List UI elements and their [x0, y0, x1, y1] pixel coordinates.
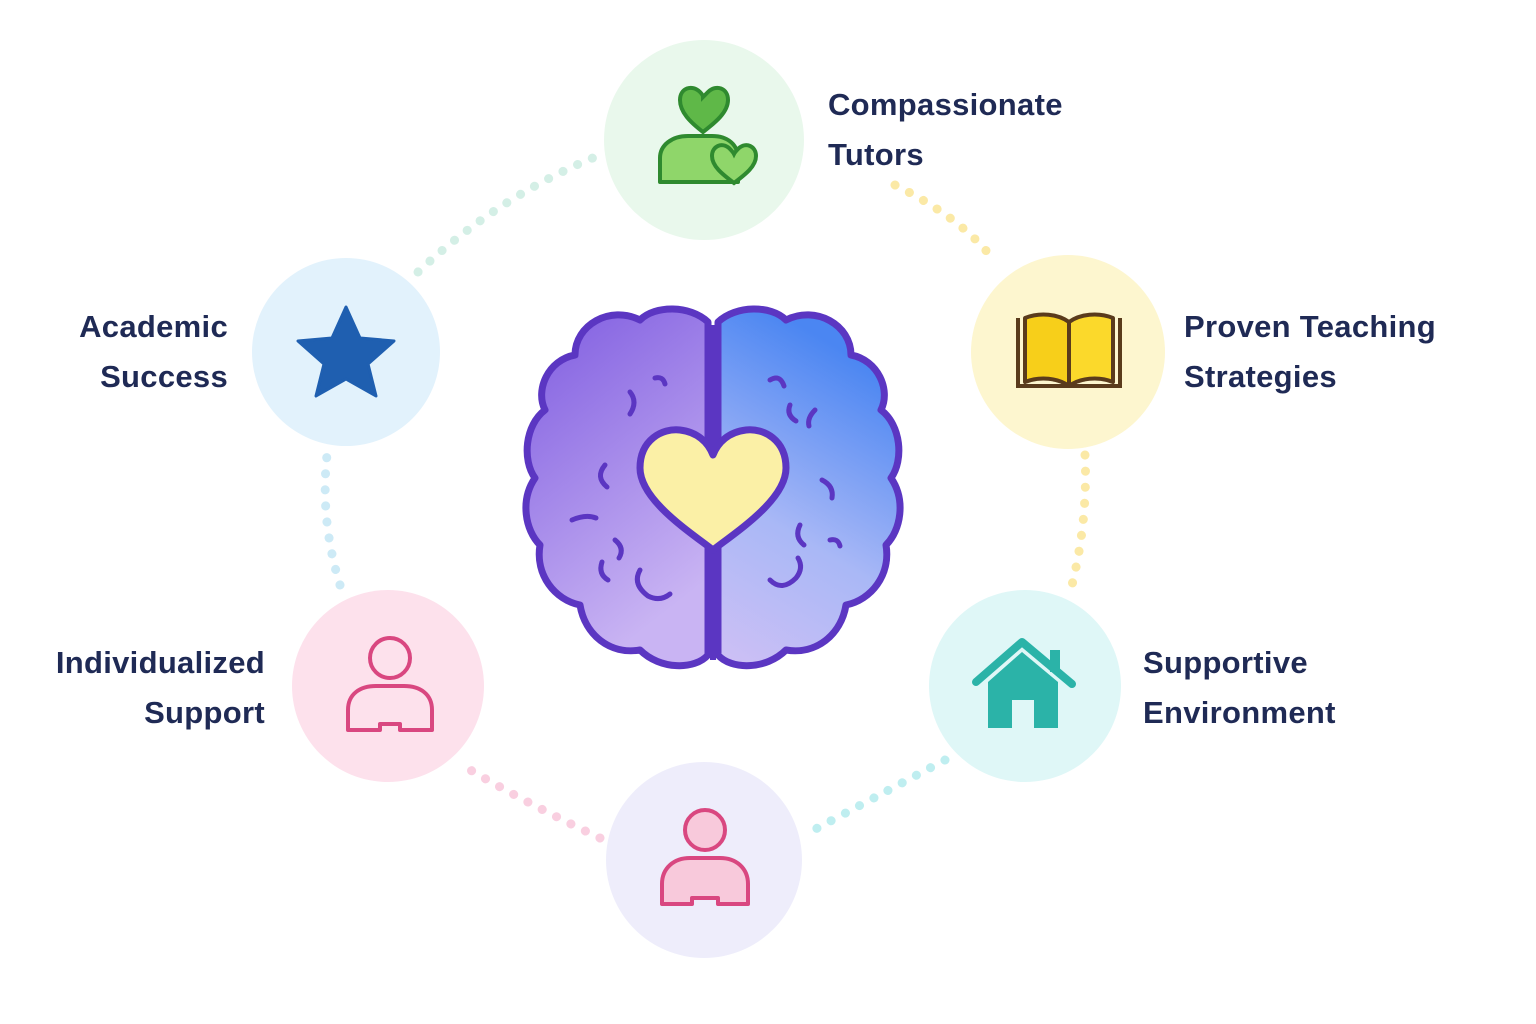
open-book-icon [1016, 312, 1122, 388]
dotted-connectors [320, 150, 1090, 843]
brain-heart-shape [636, 426, 790, 554]
person-icon [660, 808, 750, 906]
label-line: Supportive [1143, 645, 1308, 680]
star-icon [296, 305, 396, 398]
label-individualized-support: Individualized Support [56, 638, 265, 738]
label-line: Support [144, 695, 265, 730]
connector-top-upper-right [890, 180, 1000, 267]
connector-bottom-lower-left [457, 760, 605, 843]
brain-heart-icon [522, 305, 904, 670]
label-line: Strategies [1184, 359, 1337, 394]
label-line: Tutors [828, 137, 924, 172]
house-icon [972, 638, 1076, 728]
label-line: Proven Teaching [1184, 309, 1436, 344]
label-line: Compassionate [828, 87, 1063, 122]
brain-left-hemisphere [522, 305, 712, 670]
label-line: Success [100, 359, 228, 394]
label-line: Academic [79, 309, 228, 344]
brain-right-hemisphere [714, 305, 904, 670]
people-heart-icon [658, 85, 759, 186]
brain-folds [569, 375, 843, 602]
connector-upper-right-lower-right [1067, 450, 1090, 590]
label-line: Individualized [55, 645, 265, 680]
label-compassionate-tutors: Compassionate Tutors [828, 80, 1063, 180]
label-academic-success: Academic Success [79, 302, 228, 402]
connector-lower-left-upper-left [320, 450, 345, 590]
label-supportive-environment: Supportive Environment [1143, 638, 1336, 738]
connector-lower-right-bottom [805, 755, 950, 837]
person-icon [346, 636, 434, 732]
label-line: Environment [1143, 695, 1336, 730]
connector-upper-left-top [413, 150, 605, 277]
label-proven-teaching-strategies: Proven Teaching Strategies [1184, 302, 1436, 402]
